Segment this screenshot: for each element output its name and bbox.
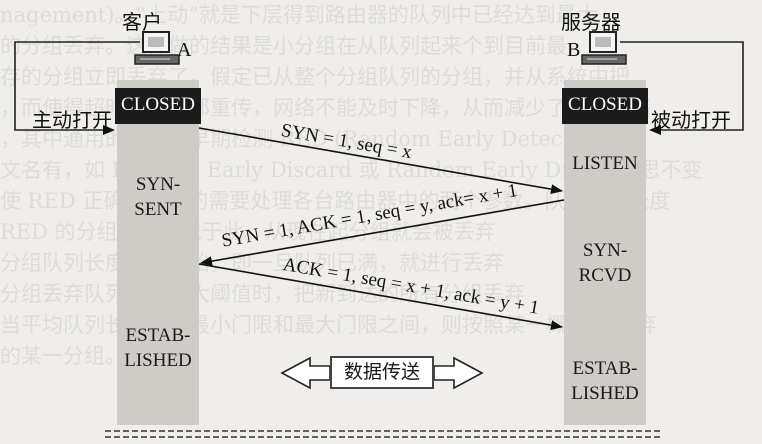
server-state-listen: LISTEN <box>572 153 638 174</box>
client-computer-icon <box>134 31 180 65</box>
server-computer-icon <box>581 31 627 65</box>
passive-open-arrowhead <box>649 125 661 135</box>
server-state-closed: CLOSED <box>562 88 648 124</box>
server-timeline <box>564 80 646 425</box>
client-state-established-line1: ESTAB- <box>125 325 191 346</box>
server-state-syn-rcvd-line2: RCVD <box>578 265 632 286</box>
server-state-established-line2: LISHED <box>571 383 639 404</box>
client-timeline <box>117 80 199 425</box>
passive-open-label: 被动打开 <box>651 108 731 132</box>
data-transfer-label: 数据传送 <box>330 356 434 389</box>
bg-line: 的分组丢弃。这样做的结果是小分组在从队列起来个到目前最 <box>0 34 567 58</box>
bg-line: 分组队列长度控制开始，即一旦队列已满，就进行丢弃 <box>0 251 504 275</box>
client-state-closed: CLOSED <box>115 88 201 124</box>
bg-line: 分组丢弃队列长度最大阈值时，把新到达的所有分组丢弃 <box>0 282 525 306</box>
server-state-syn-rcvd-line1: SYN- <box>582 240 628 261</box>
client-title: 客户 <box>122 10 162 34</box>
passive-open-bracket <box>620 41 744 131</box>
client-state-syn-sent-line1: SYN- <box>135 174 181 195</box>
server-state-established-line1: ESTAB- <box>572 358 638 379</box>
syn-ack-arrow <box>200 199 565 267</box>
server-title: 服务器 <box>561 10 621 34</box>
bg-line: RED 的分组丢弃情况于此。从现在起分组就会被丢弃 <box>0 220 496 244</box>
client-state-established-line2: LISHED <box>124 350 192 371</box>
active-open-bracket <box>14 41 140 131</box>
client-host-letter: A <box>177 39 192 61</box>
server-host-letter: B <box>567 39 581 61</box>
client-state-syn-sent-line2: SENT <box>134 199 182 220</box>
bg-line: nagement)。“上动”就是下层得到路由器的队列中已经达到最大 <box>0 3 598 27</box>
ack-arrow <box>198 263 563 331</box>
bg-line: 的某一分组。 <box>0 344 126 368</box>
active-open-label: 主动打开 <box>32 108 112 132</box>
syn-arrow <box>198 127 563 195</box>
bg-line: ，而使得超时的分组都重传，网络不能及时下降，从而减少了大量网络 <box>0 96 651 120</box>
bg-line: 存的分组立即丢弃了。假定已从整个分组队列的分组，并从系统中把 <box>0 65 630 89</box>
active-open-arrowhead <box>103 125 115 135</box>
